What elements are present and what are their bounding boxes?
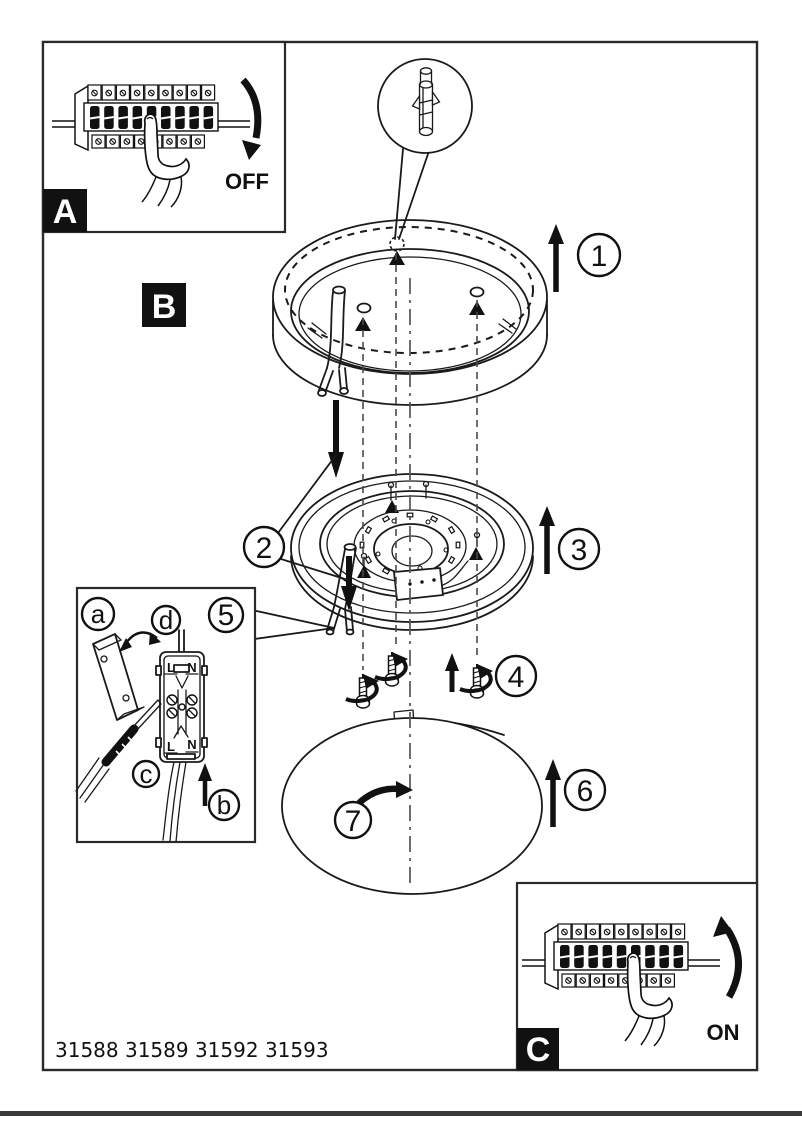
step-3-number: 3 bbox=[571, 534, 588, 567]
step-1-number: 1 bbox=[591, 240, 608, 273]
label-b-text: B bbox=[152, 288, 177, 326]
canopy-center-hole bbox=[389, 236, 405, 252]
output-wires bbox=[162, 761, 187, 843]
panel-c: ON C bbox=[515, 881, 759, 1072]
arrow-up-curved-icon bbox=[724, 927, 742, 999]
arrow-right-curved-icon bbox=[396, 781, 413, 798]
svg-text:d: d bbox=[159, 605, 173, 635]
terminal-live-top: L bbox=[167, 660, 175, 675]
diffuser-dome bbox=[281, 709, 543, 895]
terminal-neutral-bottom: N bbox=[187, 737, 196, 752]
label-a-badge bbox=[43, 189, 87, 232]
wall-anchor-icon bbox=[411, 67, 441, 137]
step-5-number: 5 bbox=[218, 599, 235, 632]
step-2: 2 bbox=[242, 454, 349, 581]
label-c-text: C bbox=[526, 1031, 551, 1069]
ceiling-drill-circle bbox=[284, 226, 534, 354]
detail-c-badge: c bbox=[131, 759, 161, 789]
fixing-screws: 4 bbox=[344, 650, 538, 709]
label-b-badge: B bbox=[142, 283, 186, 327]
step-2-number: 2 bbox=[256, 532, 273, 565]
off-label: OFF bbox=[225, 169, 269, 194]
svg-text:c: c bbox=[140, 759, 153, 789]
alignment-marker bbox=[469, 547, 483, 560]
arrow-up-icon bbox=[548, 224, 564, 244]
step-7-number: 7 bbox=[345, 805, 362, 838]
insert-cable-arrow bbox=[341, 556, 357, 611]
on-label: ON bbox=[707, 1020, 740, 1045]
step-6-number: 6 bbox=[577, 775, 594, 808]
clamp-bracket bbox=[92, 633, 145, 721]
step-3: 3 bbox=[539, 506, 601, 574]
step-5-badge: 5 bbox=[207, 596, 245, 634]
arrow-up-icon bbox=[539, 506, 555, 526]
label-c-badge bbox=[517, 1028, 559, 1070]
bottom-rule bbox=[0, 1111, 802, 1116]
label-a-text: A bbox=[53, 193, 78, 231]
step-4-number: 4 bbox=[508, 661, 525, 694]
mains-cable bbox=[317, 285, 349, 397]
arrow-up-icon bbox=[198, 763, 212, 781]
arrow-up-icon bbox=[545, 759, 561, 780]
svg-text:a: a bbox=[91, 599, 106, 629]
diagram-frame bbox=[41, 40, 759, 1072]
arrow-up-icon bbox=[445, 653, 459, 671]
step-4: 4 bbox=[445, 653, 538, 698]
insert-cable-arrow bbox=[328, 400, 344, 478]
terminal-block: L N L N bbox=[155, 629, 208, 763]
alignment-marker bbox=[357, 565, 371, 578]
alignment-marker bbox=[389, 251, 405, 265]
detail-d-badge: d bbox=[150, 604, 182, 636]
detail-b: b bbox=[198, 763, 241, 822]
step-6: 6 bbox=[545, 759, 607, 827]
terminal-live-bottom: L bbox=[167, 739, 175, 754]
panel-a: OFF A bbox=[41, 40, 287, 234]
mounting-plate bbox=[290, 473, 534, 636]
alignment-marker bbox=[469, 301, 485, 315]
screwdriver-icon bbox=[75, 699, 162, 803]
wiring-detail-panel: L N L N bbox=[75, 586, 335, 844]
callout-balloon bbox=[377, 58, 473, 240]
detail-b-badge: b bbox=[217, 790, 231, 820]
product-codes: 31588 31589 31592 31593 bbox=[55, 1038, 329, 1062]
terminal-box bbox=[393, 560, 469, 601]
step-1: 1 bbox=[548, 224, 622, 292]
detail-a-badge: a bbox=[80, 596, 116, 632]
step-7: 7 bbox=[333, 781, 413, 840]
terminal-neutral-top: N bbox=[187, 660, 196, 675]
arrow-down-curved-icon bbox=[240, 77, 262, 139]
alignment-guides bbox=[362, 253, 478, 670]
canopy-screw-hole bbox=[356, 302, 372, 314]
canopy-screw-hole bbox=[469, 286, 485, 298]
